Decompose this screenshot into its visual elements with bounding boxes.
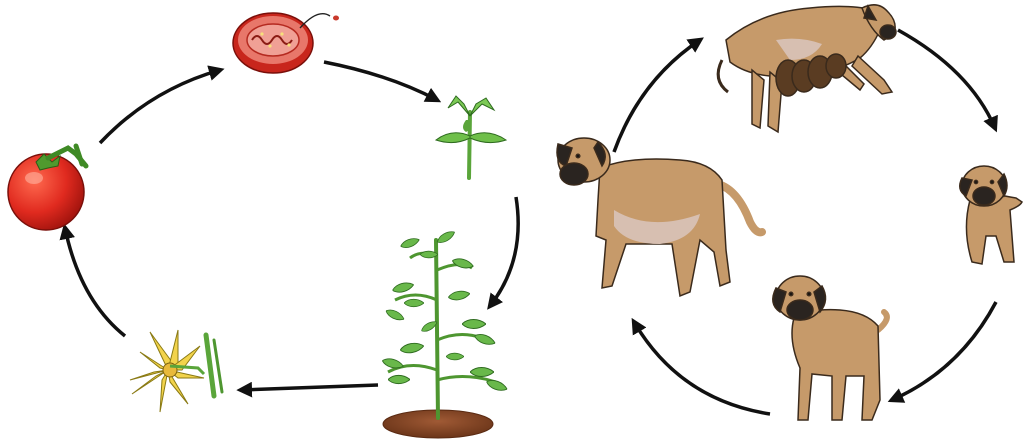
- seedling: [436, 96, 506, 178]
- arrow-flower-to-tomato: [65, 228, 125, 336]
- tomato-cycle: [8, 13, 518, 438]
- arrow-cut-to-seedling: [324, 62, 437, 100]
- arrow-mother-to-puppy: [898, 30, 995, 128]
- nursing-puppies: [776, 54, 846, 96]
- young-dog: [773, 276, 887, 420]
- arrow-young-to-adult: [634, 322, 770, 414]
- arrow-puppy-to-young: [892, 302, 996, 400]
- tomato-cycle-arrows: [65, 62, 518, 390]
- whole-tomato: [8, 146, 86, 230]
- tomato-flower: [130, 330, 222, 412]
- mother-dog-nursing-puppies: [718, 5, 896, 132]
- dog-cycle: [557, 5, 1022, 420]
- tomato-seed: [333, 16, 339, 21]
- arrow-plant-to-flower: [241, 385, 378, 390]
- mature-tomato-plant: [381, 229, 508, 438]
- cut-tomato-with-seed: [233, 13, 339, 73]
- arrow-adult-to-mother: [614, 40, 700, 152]
- arrow-seedling-to-plant: [490, 197, 518, 306]
- puppy: [960, 166, 1022, 264]
- arrow-tomato-to-cut: [100, 70, 220, 143]
- adult-pregnant-dog: [557, 138, 762, 296]
